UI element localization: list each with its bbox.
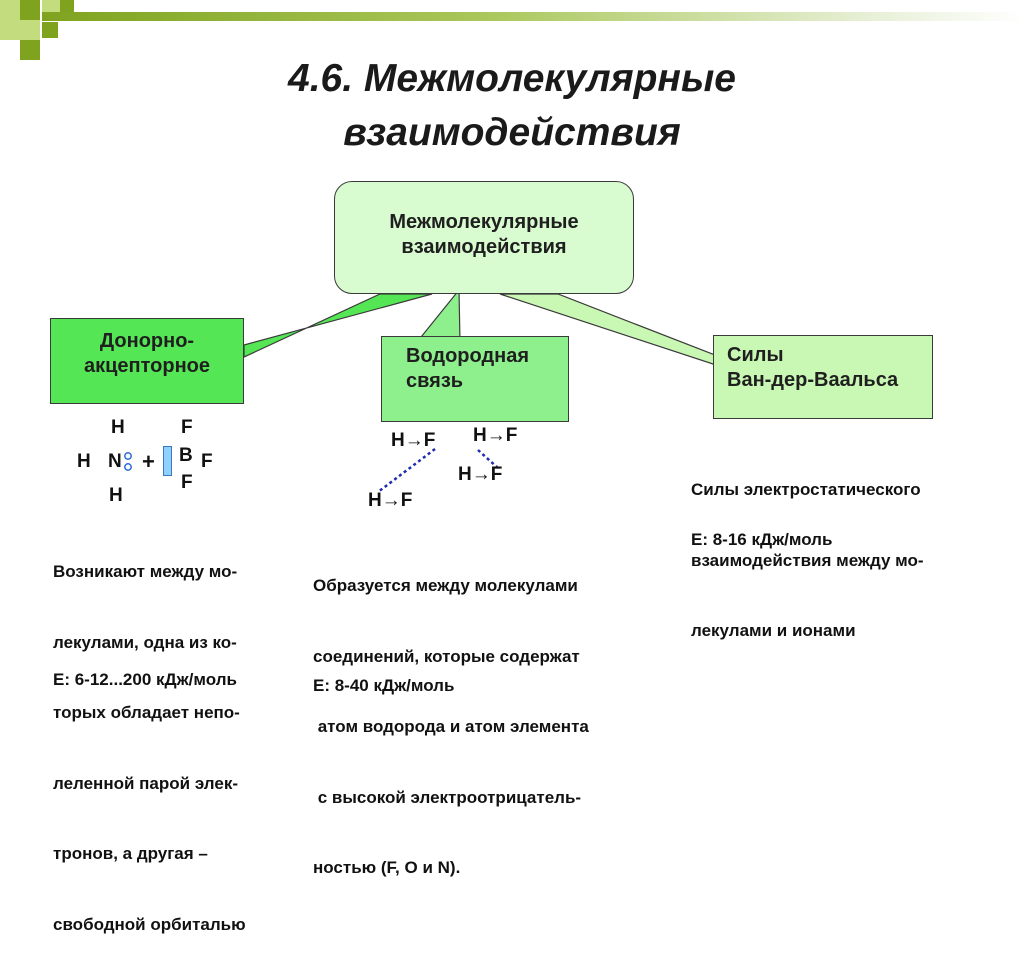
text-line: ностью (F, O и N). [313, 858, 461, 877]
wedge-to-hydrogen [415, 288, 461, 343]
header-square [20, 40, 40, 60]
hydrogen-energy: E: 8-40 кДж/моль [313, 676, 455, 695]
vdw-description: Силы электростатического взаимодействия … [691, 431, 924, 666]
hydrogen-box-line-2: связь [406, 370, 464, 392]
header-square [60, 0, 74, 12]
header-square [20, 20, 40, 40]
text-line: Силы электростатического [691, 480, 921, 499]
hydrogen-bond-box: Водородная связь [381, 336, 569, 422]
central-box: Межмолекулярные взаимодействия [334, 181, 634, 294]
hydrogen-box-line-1: Водородная [406, 345, 530, 367]
donor-acceptor-box: Донорно- акцепторное [50, 318, 244, 404]
hydrogen-description: Образуется между молекулами соединений, … [313, 527, 589, 903]
atom-f: F [201, 451, 213, 472]
plus-sign: + [142, 449, 155, 474]
atom-n: N [108, 451, 122, 472]
text-line: соединений, которые содержат [313, 646, 580, 666]
empty-orbital [163, 446, 172, 476]
hf-molecule: H→F [458, 464, 503, 485]
atom-h: H [77, 451, 91, 472]
title-line-2: взаимодействия [343, 111, 681, 154]
hf-molecule: H→F [473, 425, 518, 446]
vdw-energy: E: 8-16 кДж/моль [691, 530, 833, 549]
hydrogen-bond-dots [377, 448, 436, 493]
text-line: торых обладает непо- [53, 703, 240, 722]
vdw-box-line-1: Силы [727, 344, 784, 366]
atom-b: B [179, 445, 193, 466]
text-line: Возникают между мо- [53, 562, 238, 581]
header-square [42, 22, 58, 38]
header-square [20, 0, 40, 20]
header-stripe [42, 12, 1024, 21]
text-line: свободной орбиталью [53, 914, 246, 934]
donor-energy: E: 6-12...200 кДж/моль [53, 670, 237, 689]
text-line: атом водорода и атом элемента [313, 717, 589, 736]
title-line-1: 4.6. Межмолекулярные [288, 57, 736, 100]
text-line: Образуется между молекулами [313, 576, 578, 595]
wedge-to-donor [243, 293, 433, 358]
text-line: лекулами, одна из ко- [53, 632, 237, 652]
hf-molecule: H→F [391, 430, 436, 451]
central-box-line-2: взаимодействия [401, 236, 567, 258]
central-box-line-1: Межмолекулярные [389, 211, 579, 233]
text-line: тронов, а другая – [53, 844, 208, 863]
hf-molecule: H→F [368, 490, 413, 511]
header-square [0, 20, 20, 40]
hydrogen-bond-dots [477, 449, 499, 469]
atom-h: H [109, 485, 123, 506]
text-line: взаимодействия между мо- [691, 550, 924, 570]
electron-pair-dot [124, 463, 132, 471]
donor-description: Возникают между мо- лекулами, одна из ко… [53, 513, 246, 960]
text-line: лекулами и ионами [691, 621, 856, 640]
donor-box-line-2: акцепторное [83, 355, 210, 377]
header-square [42, 0, 60, 12]
text-line: с высокой электроотрицатель- [313, 787, 582, 807]
atom-f: F [181, 472, 193, 493]
atom-h: H [111, 417, 125, 438]
electron-pair-dot [124, 452, 132, 460]
header-square [0, 0, 20, 20]
van-der-waals-box: Силы Ван-дер-Ваальса [713, 335, 933, 419]
slide-title: 4.6. Межмолекулярные взаимодействия [0, 52, 1024, 160]
vdw-box-line-2: Ван-дер-Ваальса [727, 369, 899, 391]
donor-box-line-1: Донорно- [99, 330, 195, 352]
text-line: леленной парой элек- [53, 773, 238, 793]
atom-f: F [181, 417, 193, 438]
